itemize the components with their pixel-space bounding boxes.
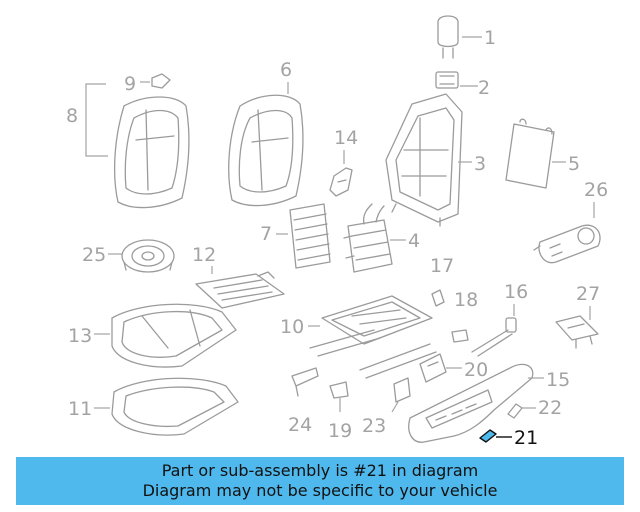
part-4-lumbar-support — [343, 203, 393, 273]
part-18-cap — [451, 329, 469, 343]
part-5-back-panel — [505, 118, 555, 189]
part-27-switch-module — [555, 315, 599, 349]
part-11-cushion-pad — [111, 377, 239, 436]
part-23-knob — [391, 377, 411, 413]
part-10-seat-track-frame — [309, 295, 437, 379]
label-21: 21 — [514, 427, 538, 449]
part-2-headrest-guide — [435, 71, 459, 89]
label-22: 22 — [538, 397, 562, 419]
part-16-cable — [471, 317, 517, 357]
label-25: 25 — [82, 244, 106, 266]
label-24: 24 — [288, 414, 312, 436]
part-12-cushion-heater — [195, 271, 285, 309]
label-3: 3 — [474, 153, 486, 175]
part-1-headrest — [437, 15, 459, 59]
label-6: 6 — [280, 59, 292, 81]
part-9-clip — [151, 73, 171, 89]
banner-line-2: Diagram may not be specific to your vehi… — [142, 481, 498, 500]
label-13: 13 — [68, 325, 92, 347]
label-15: 15 — [546, 369, 570, 391]
part-21-highlighted-cap — [479, 429, 497, 443]
part-19-cover — [329, 381, 349, 412]
label-14: 14 — [334, 127, 358, 149]
label-23: 23 — [362, 415, 386, 437]
part-13-cushion-cover — [111, 303, 237, 368]
part-7-heater-mat — [289, 203, 331, 269]
label-5: 5 — [568, 153, 580, 175]
label-11: 11 — [68, 398, 92, 420]
part-25-speaker — [121, 239, 175, 273]
part-22-knob — [507, 403, 523, 419]
part-24-trim — [291, 367, 319, 397]
label-1: 1 — [484, 27, 496, 49]
label-18: 18 — [454, 289, 478, 311]
part-20-switch — [419, 353, 447, 383]
label-17: 17 — [430, 255, 454, 277]
info-banner: Part or sub-assembly is #21 in diagram D… — [16, 457, 624, 505]
part-17-clip — [431, 289, 445, 307]
label-16: 16 — [504, 281, 528, 303]
label-10: 10 — [280, 316, 304, 338]
part-26-recliner-motor — [533, 224, 601, 264]
part-8-back-trim-cover — [113, 96, 190, 209]
part-14-bracket — [329, 167, 353, 197]
label-7: 7 — [260, 223, 272, 245]
seat-exploded-diagram: 1 2 3 4 5 6 8 9 — [66, 15, 608, 449]
part-6-back-cover — [228, 94, 304, 207]
label-12: 12 — [192, 244, 216, 266]
part-3-seat-back-frame — [385, 93, 463, 227]
part-15-side-shield — [408, 363, 534, 443]
label-20: 20 — [464, 359, 488, 381]
label-8: 8 — [66, 105, 78, 127]
label-19: 19 — [328, 420, 352, 442]
label-26: 26 — [584, 179, 608, 201]
label-2: 2 — [478, 77, 490, 99]
leader-8 — [85, 83, 108, 157]
label-4: 4 — [408, 230, 420, 252]
label-27: 27 — [576, 283, 600, 305]
banner-line-1: Part or sub-assembly is #21 in diagram — [161, 461, 479, 480]
label-9: 9 — [124, 73, 136, 95]
